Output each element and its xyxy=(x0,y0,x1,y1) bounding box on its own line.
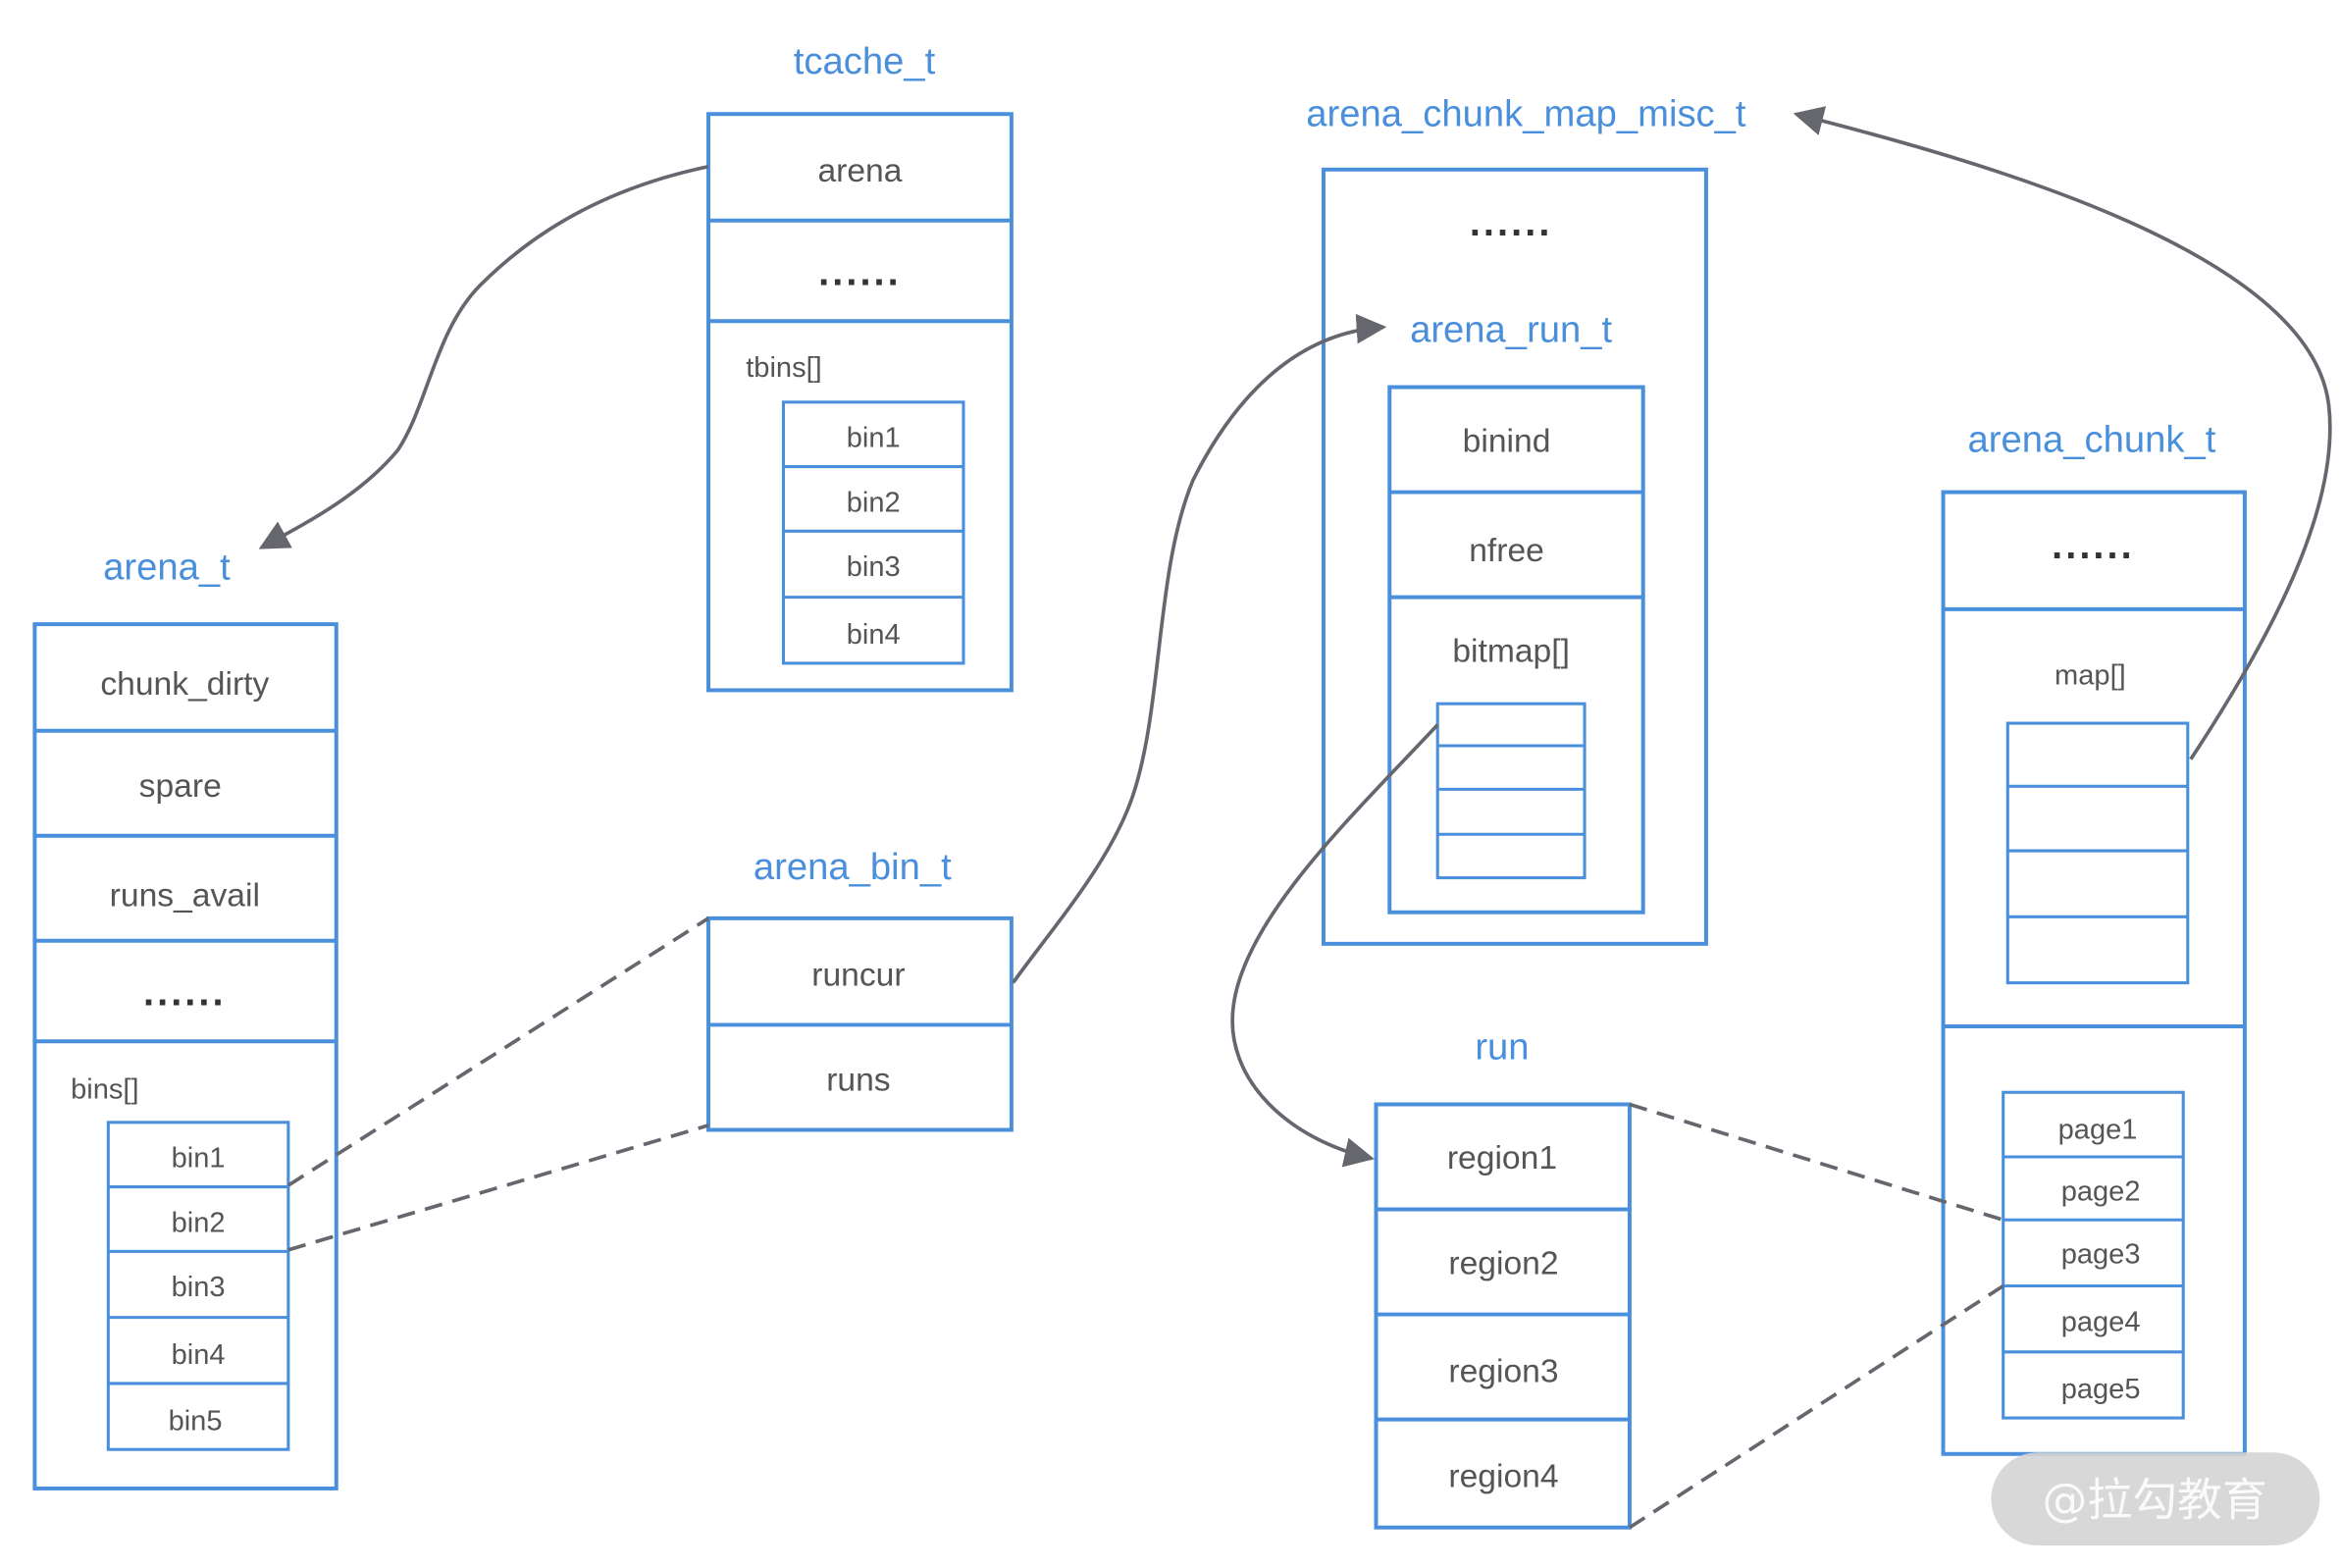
bin-5: bin5 xyxy=(169,1405,223,1437)
field-runs-avail: runs_avail xyxy=(110,878,260,915)
field-arena: arena xyxy=(817,153,902,189)
field-ellipsis: ...... xyxy=(2052,524,2135,567)
field-ellipsis: ...... xyxy=(143,971,227,1015)
bin-4: bin4 xyxy=(172,1339,226,1371)
page-4: page4 xyxy=(2061,1306,2141,1337)
dashed-run-bottom-to-page4 xyxy=(1628,1283,2004,1530)
run-struct: run region1 region2 region3 region4 xyxy=(1374,1026,1632,1530)
bins-label: bins[] xyxy=(71,1073,138,1105)
tbin-3: bin3 xyxy=(847,551,901,583)
arena-run-t-title: arena_run_t xyxy=(1410,309,1612,351)
run-title: run xyxy=(1475,1026,1529,1069)
tbin-2: bin2 xyxy=(847,487,901,518)
field-runs: runs xyxy=(826,1063,890,1099)
arena-bin-t-title: arena_bin_t xyxy=(754,846,952,888)
arena-chunk-map-misc-t-title: arena_chunk_map_misc_t xyxy=(1306,92,1746,134)
map-array xyxy=(2005,721,2190,985)
field-binind: binind xyxy=(1463,423,1551,459)
bin-1: bin1 xyxy=(172,1143,226,1175)
field-spare: spare xyxy=(139,768,222,805)
page-3: page3 xyxy=(2061,1239,2141,1271)
bin-3: bin3 xyxy=(172,1272,226,1303)
bins-array xyxy=(106,1121,290,1451)
page-1: page1 xyxy=(2058,1115,2138,1146)
page-2: page2 xyxy=(2061,1176,2141,1207)
arrow-bitmap-to-run xyxy=(1230,723,1439,1168)
watermark-pill xyxy=(1991,1452,2320,1546)
watermark: @拉勾教育 xyxy=(1991,1452,2320,1546)
region-4: region4 xyxy=(1448,1458,1558,1494)
dashed-bin3-to-arena-bin-bottom xyxy=(287,1124,709,1252)
arena-chunk-t-struct: arena_chunk_t ...... map[] page1 page2 p… xyxy=(1941,418,2247,1456)
bin-2: bin2 xyxy=(172,1207,226,1238)
pages-array xyxy=(2002,1090,2185,1420)
field-runcur: runcur xyxy=(811,958,905,994)
field-bitmap: bitmap[] xyxy=(1452,633,1570,669)
field-nfree: nfree xyxy=(1469,533,1544,569)
arena-chunk-map-misc-t-struct: arena_chunk_map_misc_t ...... arena_run_… xyxy=(1306,92,1746,946)
arena-t-title: arena_t xyxy=(103,546,231,588)
watermark-text: @拉勾教育 xyxy=(2042,1473,2266,1526)
map-label: map[] xyxy=(2055,659,2126,691)
field-ellipsis: ...... xyxy=(818,251,902,294)
tcache-t-struct: tcache_t arena ...... tbins[] bin1 bin2 … xyxy=(706,40,1014,693)
arrow-tcache-arena-to-arena-t xyxy=(258,164,709,549)
arena-chunk-t-title: arena_chunk_t xyxy=(1967,418,2215,460)
tcache-t-title: tcache_t xyxy=(794,40,936,82)
arrow-runcur-to-arena-run-t xyxy=(1011,313,1387,984)
arena-t-struct: arena_t chunk_dirty spare runs_avail ...… xyxy=(32,546,338,1490)
page-5: page5 xyxy=(2061,1374,2141,1405)
tbin-4: bin4 xyxy=(847,619,901,651)
field-chunk-dirty: chunk_dirty xyxy=(100,666,269,703)
arrow-map-to-arena-chunk-map-misc-t xyxy=(1793,106,2332,760)
region-1: region1 xyxy=(1447,1140,1557,1176)
tbins-label: tbins[] xyxy=(746,352,821,384)
dashed-bin2-to-arena-bin-top xyxy=(286,916,709,1187)
region-3: region3 xyxy=(1448,1353,1558,1389)
tbin-1: bin1 xyxy=(847,423,901,454)
region-2: region2 xyxy=(1448,1245,1558,1281)
dashed-run-top-to-page3 xyxy=(1629,1102,2004,1222)
field-ellipsis: ...... xyxy=(1470,201,1553,244)
arena-bin-t-struct: arena_bin_t runcur runs xyxy=(706,846,1014,1132)
